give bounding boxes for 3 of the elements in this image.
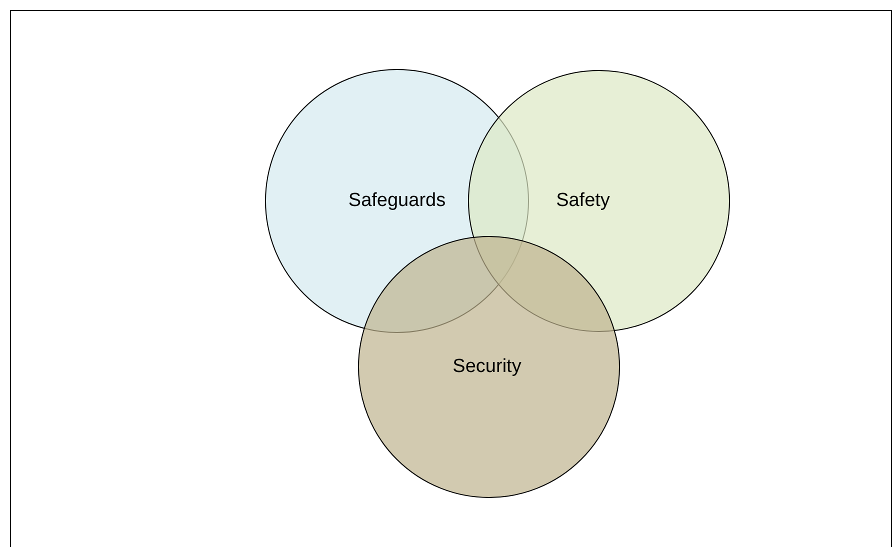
circle-label: Safeguards	[348, 190, 446, 212]
circle-label: Safety	[556, 190, 610, 212]
circle-label: Security	[452, 356, 522, 378]
